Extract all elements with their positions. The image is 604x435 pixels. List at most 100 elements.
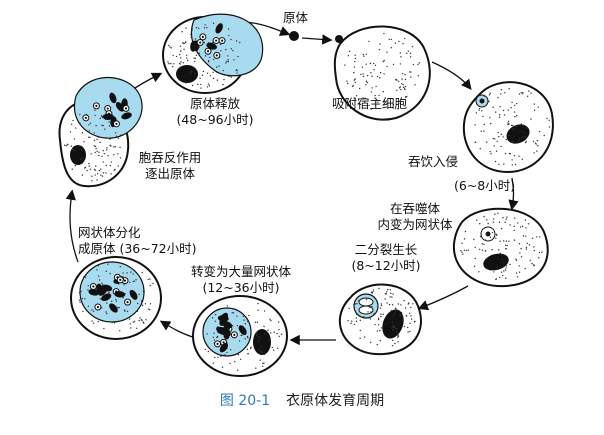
reticulate-body [98,286,108,296]
stipple-dot [355,317,357,319]
stipple-dot [230,349,232,351]
stipple-dot [355,320,358,323]
elementary-body-core [215,39,218,42]
label-engulf: 吞饮入侵 [408,154,459,169]
stipple-dot [383,32,385,35]
stipple-dot [479,235,482,238]
stipple-dot [191,84,194,87]
stipple-dot [399,63,402,65]
stipple-dot [493,271,495,273]
stipple-dot [541,251,543,253]
stipple-dot [94,145,97,148]
stipple-dot [235,69,238,71]
stipple-dot [233,59,235,61]
stipple-dot [82,310,84,313]
stipple-dot [239,41,241,44]
stipple-dot [73,138,76,140]
stipple-dot [525,140,527,142]
stipple-dot [533,103,535,105]
stipple-dot [133,320,136,323]
elementary-body-core [106,107,109,110]
stipple-dot [214,320,217,323]
stipple-dot [123,284,125,286]
stipple-dot [71,168,74,170]
stipple-dot [258,336,260,338]
stipple-dot [365,53,368,55]
stipple-dot [511,141,513,144]
stipple-dot [480,130,482,132]
stipple-dot [230,38,232,41]
stipple-dot [206,86,209,88]
stipple-dot [221,366,224,368]
stipple-dot [213,339,216,341]
stipple-dot [124,310,126,312]
stipple-dot [141,304,144,307]
stipple-dot [519,226,522,228]
stipple-dot [406,52,408,55]
stipple-dot [409,71,411,73]
stipple-dot [536,236,538,238]
stipple-dot [394,342,396,345]
stipple-dot [263,333,266,335]
stipple-dot [356,303,358,305]
label-mass-line1: 转变为大量网状体 [190,264,291,279]
stipple-dot [503,240,505,242]
elementary-body-core [201,35,204,38]
stipple-dot [507,120,510,123]
stipple-dot [216,353,219,355]
stipple-dot [91,175,93,177]
stipple-dot [487,222,489,225]
stipple-dot [376,330,379,332]
stipple-dot [498,135,500,138]
stipple-dot [102,124,104,127]
stipple-dot [94,109,96,111]
stipple-dot [144,303,147,305]
stipple-dot [373,68,375,71]
stipple-dot [359,337,361,340]
stipple-dot [409,56,412,58]
stipple-dot [369,306,371,309]
stipple-dot [69,131,72,133]
stipple-dot [227,58,229,61]
stipple-dot [197,83,199,86]
stipple-dot [88,130,91,132]
stipple-dot [206,26,208,29]
stipple-dot [370,311,372,313]
stipple-dot [391,296,393,298]
stipple-dot [191,27,193,29]
stipple-dot [83,276,85,278]
stipple-dot [94,114,96,117]
stipple-dot [220,50,222,52]
stipple-dot [503,262,505,264]
stipple-dot [506,244,508,247]
stipple-dot [203,27,206,29]
stipple-dot [384,293,386,295]
stipple-dot [418,62,420,64]
stipple-dot [481,110,483,112]
stipple-dot [141,271,143,274]
stipple-dot [522,93,524,95]
stipple-dot [225,62,227,64]
stipple-dot [106,312,108,315]
stipple-dot [364,336,366,338]
stipple-dot [397,335,400,337]
stipple-dot [355,313,358,315]
stipple-dot [497,96,499,99]
stipple-dot [379,340,382,342]
stipple-dot [175,55,178,58]
stipple-dot [204,348,207,351]
stipple-dot [502,216,504,219]
stipple-dot [378,287,380,290]
stipple-dot [530,118,532,120]
stipple-dot [517,222,519,224]
stipple-dot [503,114,506,116]
stipple-dot [200,87,202,89]
stipple-dot [140,300,143,302]
stipple-dot [368,317,370,319]
stipple-dot [358,299,360,302]
stipple-dot [502,109,505,112]
stipple-dot [515,272,518,274]
stipple-dot [207,83,210,85]
stipple-dot [71,148,73,151]
stipple-dot [398,314,401,316]
